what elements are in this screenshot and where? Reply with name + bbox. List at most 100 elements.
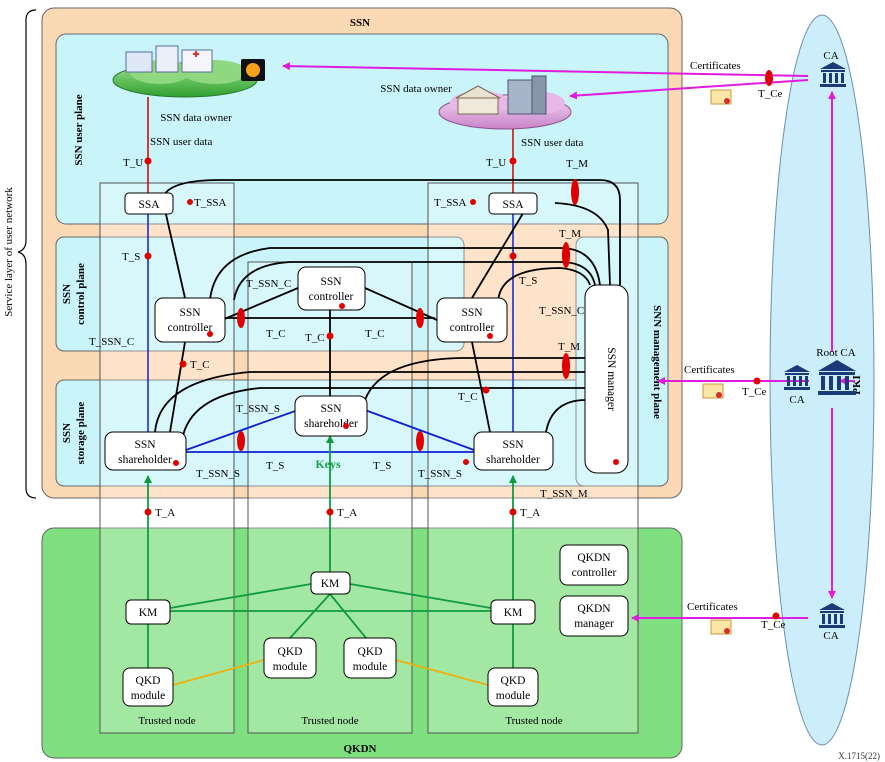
data-owner-label-left: SSN data owner (160, 112, 232, 124)
qkdn-controller-box: QKDN controller (560, 545, 628, 585)
management-plane-label: SNN management plane (651, 305, 663, 419)
t-u-label-right: T_U (486, 157, 506, 169)
certificate-icon-middle (703, 384, 723, 398)
t-ce-label-middle: T_Ce (742, 386, 767, 398)
svg-text:QKD: QKD (278, 646, 303, 658)
user-data-label-left: SSN user data (150, 136, 212, 148)
storage-plane-label-1: SSN (61, 423, 73, 443)
svg-text:controller: controller (450, 322, 495, 334)
qkdn-manager-box: QKDN manager (560, 596, 628, 636)
service-layer-label: Service layer of user network (3, 187, 15, 317)
t-c-label-3: T_C (365, 328, 385, 340)
control-plane-label-2: control plane (75, 263, 87, 325)
t-ssn-c-label-2: T_SSN_C (539, 305, 584, 317)
qkd-module-box-left: QKD module (123, 668, 173, 706)
t-s-label-storage-2: T_S (373, 460, 391, 472)
ssn-title: SSN (350, 17, 370, 29)
svg-text:module: module (353, 661, 388, 673)
svg-text:KM: KM (321, 578, 340, 590)
t-ssn-c-label-3: T_SSN_C (89, 336, 134, 348)
t-ssn-c-label-1: T_SSN_C (246, 278, 291, 290)
svg-text:module: module (496, 690, 531, 702)
root-ca-label: Root CA (816, 347, 855, 359)
storage-plane-label-2: storage plane (75, 402, 87, 465)
svg-text:SSN: SSN (320, 276, 342, 288)
svg-text:QKD: QKD (501, 675, 526, 687)
svg-text:controller: controller (309, 291, 354, 303)
svg-text:SSN: SSN (134, 439, 156, 451)
qkd-module-box-middle-right: QKD module (344, 638, 396, 678)
svg-text:QKD: QKD (358, 646, 383, 658)
svg-text:SSN: SSN (320, 403, 342, 415)
t-ce-label-top: T_Ce (758, 88, 783, 100)
t-ssn-s-label-2: T_SSN_S (196, 468, 240, 480)
controller-box-right: SSN controller (437, 298, 507, 342)
t-s-label-left: T_S (122, 251, 140, 263)
svg-text:shareholder: shareholder (118, 454, 172, 466)
certificate-icon-bottom (711, 620, 731, 634)
t-m-label-3: T_M (558, 341, 580, 353)
t-ssa-label-left: T_SSA (194, 197, 226, 209)
km-box-middle: KM (311, 572, 350, 594)
t-a-label-right: T_A (520, 507, 540, 519)
svg-text:shareholder: shareholder (304, 418, 358, 430)
svg-text:KM: KM (504, 607, 523, 619)
ca-label-top: CA (823, 50, 838, 62)
t-m-label-1: T_M (566, 158, 588, 170)
certificates-label-middle: Certificates (684, 364, 735, 376)
shareholder-box-right: SSN shareholder (474, 432, 553, 470)
svg-text:controller: controller (168, 322, 213, 334)
trusted-node-label-right: Trusted node (505, 715, 562, 727)
svg-text:SSN: SSN (502, 439, 524, 451)
figure-id: X.1715(22) (838, 751, 880, 761)
ssa-box-left: SSA (125, 193, 173, 214)
certificate-icon-top (711, 90, 731, 104)
svg-text:SSN: SSN (179, 307, 201, 319)
t-ssn-s-label-1: T_SSN_S (236, 403, 280, 415)
svg-text:module: module (131, 690, 166, 702)
qkd-module-box-right: QKD module (488, 668, 538, 706)
shareholder-box-middle: SSN shareholder (295, 396, 367, 436)
t-c-label-2: T_C (305, 332, 325, 344)
control-plane-label-1: SSN (61, 284, 73, 304)
keys-label: Keys (315, 457, 341, 471)
trusted-node-label-left: Trusted node (138, 715, 195, 727)
service-layer-brace (18, 10, 36, 498)
svg-text:shareholder: shareholder (486, 454, 540, 466)
controller-box-left: SSN controller (155, 298, 225, 342)
controller-box-middle: SSN controller (298, 267, 365, 310)
svg-text:SSA: SSA (502, 199, 524, 211)
t-c-label-1: T_C (266, 328, 286, 340)
qkd-module-box-middle-left: QKD module (264, 638, 316, 678)
svg-text:QKDN: QKDN (577, 552, 611, 564)
svg-text:KM: KM (139, 607, 158, 619)
user-data-label-right: SSN user data (521, 137, 583, 149)
ca-label-bottom: CA (823, 630, 838, 642)
km-box-right: KM (491, 600, 535, 624)
qkdn-title: QKDN (344, 743, 377, 755)
trusted-node-label-middle: Trusted node (301, 715, 358, 727)
svg-text:manager: manager (574, 618, 614, 630)
t-s-label-right: T_S (519, 275, 537, 287)
svg-text:SSN: SSN (461, 307, 483, 319)
t-a-label-middle: T_A (337, 507, 357, 519)
t-c-label-5: T_C (458, 391, 478, 403)
svg-text:controller: controller (572, 567, 617, 579)
t-ssn-m-label: T_SSN_M (540, 488, 588, 500)
t-c-label-4: T_C (190, 359, 210, 371)
ssa-box-right: SSA (489, 193, 537, 214)
t-u-label-left: T_U (123, 157, 143, 169)
data-owner-label-right: SSN data owner (380, 83, 452, 95)
t-ssa-label-right: T_SSA (434, 197, 466, 209)
certificates-label-bottom: Certificates (687, 601, 738, 613)
svg-text:QKDN: QKDN (577, 603, 611, 615)
km-box-left: KM (126, 600, 170, 624)
certificates-label-top: Certificates (690, 60, 741, 72)
t-s-label-storage-1: T_S (266, 460, 284, 472)
t-ce-label-bottom: T_Ce (761, 619, 786, 631)
t-a-label-left: T_A (155, 507, 175, 519)
t-ssn-s-label-3: T_SSN_S (418, 468, 462, 480)
t-m-label-2: T_M (559, 228, 581, 240)
svg-text:module: module (273, 661, 308, 673)
